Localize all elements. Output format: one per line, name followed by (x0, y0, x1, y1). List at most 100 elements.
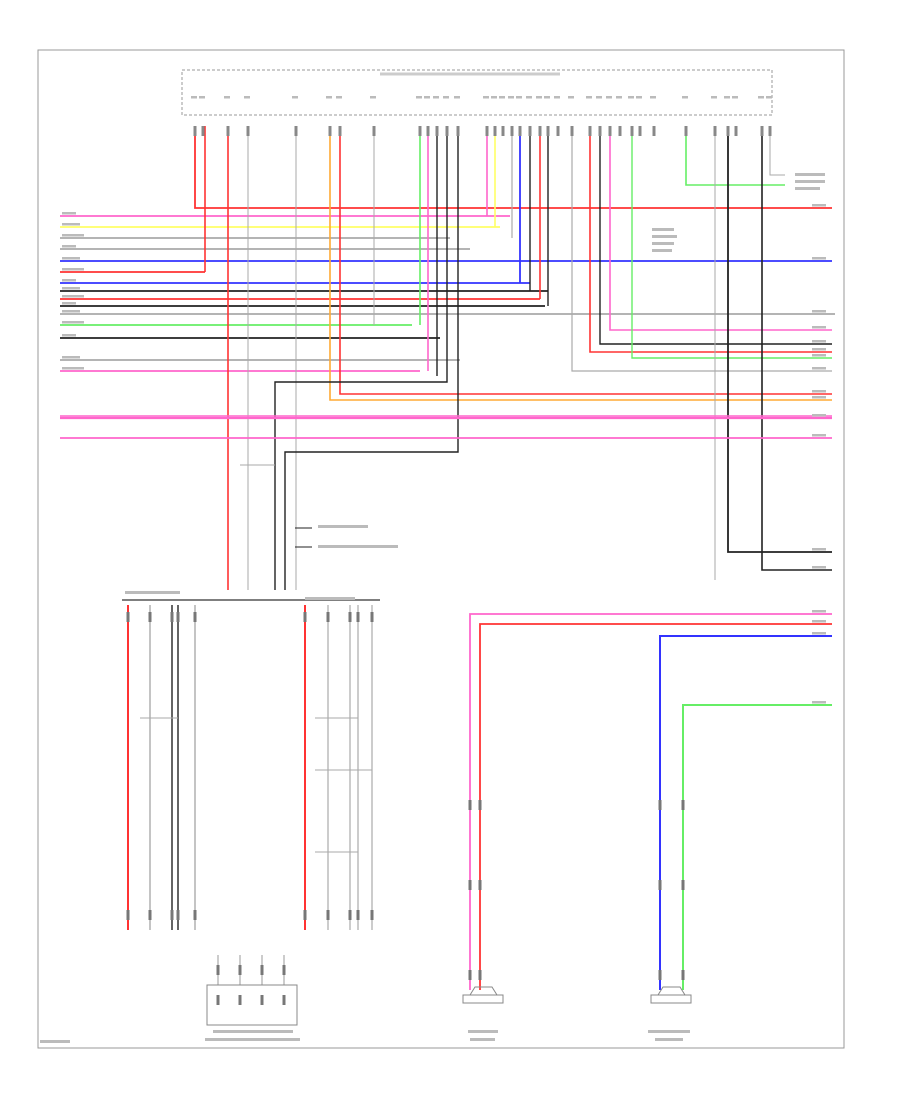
orange-wire (329, 126, 832, 401)
wire-tag (292, 96, 298, 99)
wire-tag (606, 96, 612, 99)
connector-pin (501, 126, 505, 136)
wire-tag (544, 96, 550, 99)
wire-tag (62, 234, 84, 237)
connector-pin (303, 910, 307, 920)
connector-pin (478, 970, 482, 980)
wire-tag (812, 340, 826, 343)
connector-pin (126, 910, 130, 920)
connector-pin (260, 995, 264, 1005)
wire-tag (812, 620, 826, 623)
wire-tag (812, 610, 826, 613)
wire-tag (424, 96, 430, 99)
connector-pin (528, 126, 532, 136)
connector-pin (630, 126, 634, 136)
connector-pin (546, 126, 550, 136)
connector-pin (468, 970, 472, 980)
wire-tag (62, 223, 80, 226)
wire (631, 126, 832, 359)
wire-tag (812, 367, 826, 370)
wire-tag (483, 96, 489, 99)
wire-tag (62, 367, 84, 370)
connector-pin (608, 126, 612, 136)
wire-tag (491, 96, 497, 99)
connector-pin (148, 910, 152, 920)
connector-pin (768, 126, 772, 136)
wire-tag (596, 96, 602, 99)
right-speaker-icon (650, 986, 692, 1004)
wire-tag (370, 96, 376, 99)
wire (274, 126, 448, 590)
connector-pin (445, 126, 449, 136)
connector-pin (326, 612, 330, 622)
connector-pin (734, 126, 738, 136)
connector-pin (282, 995, 286, 1005)
connector-pin (652, 126, 656, 136)
connector-pin (538, 126, 542, 136)
connector-pin (435, 126, 439, 136)
wire-tag (62, 302, 76, 305)
connector-pin (485, 126, 489, 136)
wire-tag (336, 96, 342, 99)
connector-pin (170, 910, 174, 920)
wire-tag (766, 96, 772, 99)
wire (685, 126, 785, 186)
wire-tag (812, 548, 826, 551)
connector-pin (658, 880, 662, 890)
connector-pin (303, 612, 307, 622)
wire-tag (812, 396, 826, 399)
connector-pin (176, 910, 180, 920)
wire-tag (191, 96, 197, 99)
connector-pin (681, 800, 685, 810)
connector-pin (348, 612, 352, 622)
wire-tag (62, 295, 84, 298)
connector-pin (193, 126, 197, 136)
connector-pin (638, 126, 642, 136)
red-wire (194, 126, 832, 209)
wire-tag (499, 96, 505, 99)
connector-pin (193, 910, 197, 920)
top-module-box (181, 69, 773, 116)
connector-pin (338, 126, 342, 136)
wire-tag (636, 96, 642, 99)
wire (571, 126, 832, 372)
wire-tag (433, 96, 439, 99)
wire-tag (711, 96, 717, 99)
wire (727, 126, 832, 553)
wire (609, 126, 832, 331)
wire-tag (616, 96, 622, 99)
wire-tag (62, 321, 84, 324)
wire-tag (812, 310, 826, 313)
wire-tag (812, 390, 826, 393)
wire (589, 126, 832, 353)
wire-tag (554, 96, 560, 99)
wire-tag (62, 334, 76, 337)
wire-tag (812, 348, 826, 351)
wire-tag (732, 96, 738, 99)
connector-pin (570, 126, 574, 136)
wire-tag (812, 204, 826, 207)
bottom-connector (206, 984, 298, 1026)
connector-pin (726, 126, 730, 136)
connector-pin (246, 126, 250, 136)
wire-tag (812, 632, 826, 635)
connector-pin (684, 126, 688, 136)
connector-pin (193, 612, 197, 622)
right-speaker-wire (659, 635, 832, 990)
wire-tag (224, 96, 230, 99)
wire-tag (62, 287, 80, 290)
wire-tag (724, 96, 730, 99)
connector-pin (328, 126, 332, 136)
connector-pin (126, 612, 130, 622)
wire-tag (650, 96, 656, 99)
wire (682, 704, 832, 990)
connector-pin (598, 126, 602, 136)
label-layer (62, 96, 826, 704)
connector-pin (370, 612, 374, 622)
connector-pin (618, 126, 622, 136)
connector-pin (260, 965, 264, 975)
wire-tag (812, 701, 826, 704)
wire-tag (62, 356, 80, 359)
connector-pin (326, 910, 330, 920)
